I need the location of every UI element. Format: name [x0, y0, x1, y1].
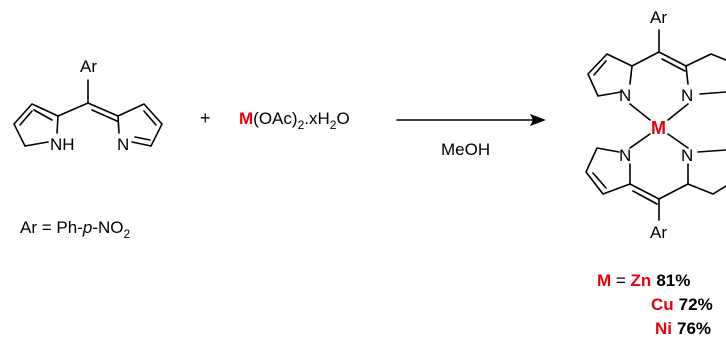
product-bottom-meso-right: [658, 183, 689, 200]
product-top-meso-left: [631, 51, 660, 67]
left-pyrrole-double1: [19, 110, 33, 126]
bottom-left-pyrrole: [585, 147, 631, 195]
product-top-meso-double: [661, 58, 686, 72]
product-top-meso-right: [658, 51, 687, 67]
coord-bond-2: [667, 103, 689, 121]
n-label-reactant: N: [117, 135, 129, 154]
metal-complex-product: Ar N N M N N Ar: [585, 8, 726, 242]
product-n-top-right: N: [681, 86, 693, 105]
product-ar-top: Ar: [650, 8, 667, 27]
meso-right-bond: [87, 102, 119, 117]
product-metal: M: [651, 118, 666, 138]
reactant-ar-label: Ar: [80, 57, 97, 76]
right-pyrrole-double1: [143, 110, 157, 126]
meso-right-double: [91, 109, 118, 122]
product-n-top-left: N: [619, 86, 631, 105]
left-pyrrole-double2: [33, 109, 53, 121]
meso-left-bond: [57, 102, 89, 117]
top-left-c-n: [629, 65, 633, 85]
right-pyrrole-double2: [134, 136, 151, 141]
right-pyrrole-c-n: [117, 115, 120, 134]
ar-definition: Ar = Ph-p-NO2: [20, 218, 130, 241]
reagent-label: MeOH: [441, 140, 490, 159]
bottom-right-pyrrole: [687, 163, 726, 195]
right-pyrrole-ring: [117, 103, 163, 147]
product-bottom-meso-left: [629, 183, 660, 200]
reaction-arrow: [396, 114, 546, 126]
bottom-right-ring-top: [697, 149, 726, 153]
top-right-pyrrole: [685, 53, 726, 67]
plus-sign: +: [200, 108, 211, 128]
product-n-bottom-left: N: [619, 146, 631, 165]
dipyrromethene-reactant: Ar NH N: [13, 57, 163, 154]
top-right-c-n: [685, 65, 689, 85]
arrow-head: [530, 114, 546, 126]
coord-bond-3: [629, 133, 651, 149]
nh-label: NH: [50, 135, 75, 154]
left-pyrrole-ring: [13, 103, 59, 147]
coord-bond-1: [629, 103, 651, 121]
top-left-pyrrole: [587, 53, 633, 97]
bottom-left-double: [592, 172, 607, 189]
product-bottom-meso-double: [632, 190, 658, 205]
top-left-double: [593, 60, 607, 76]
product-n-bottom-right: N: [681, 146, 693, 165]
left-pyrrole-c-n: [56, 115, 59, 134]
metal-acetate: M(OAc)2.xH2O: [239, 109, 350, 132]
product-ar-bottom: Ar: [650, 223, 667, 242]
top-right-ring-edge: [699, 91, 726, 95]
coord-bond-4: [667, 133, 689, 149]
